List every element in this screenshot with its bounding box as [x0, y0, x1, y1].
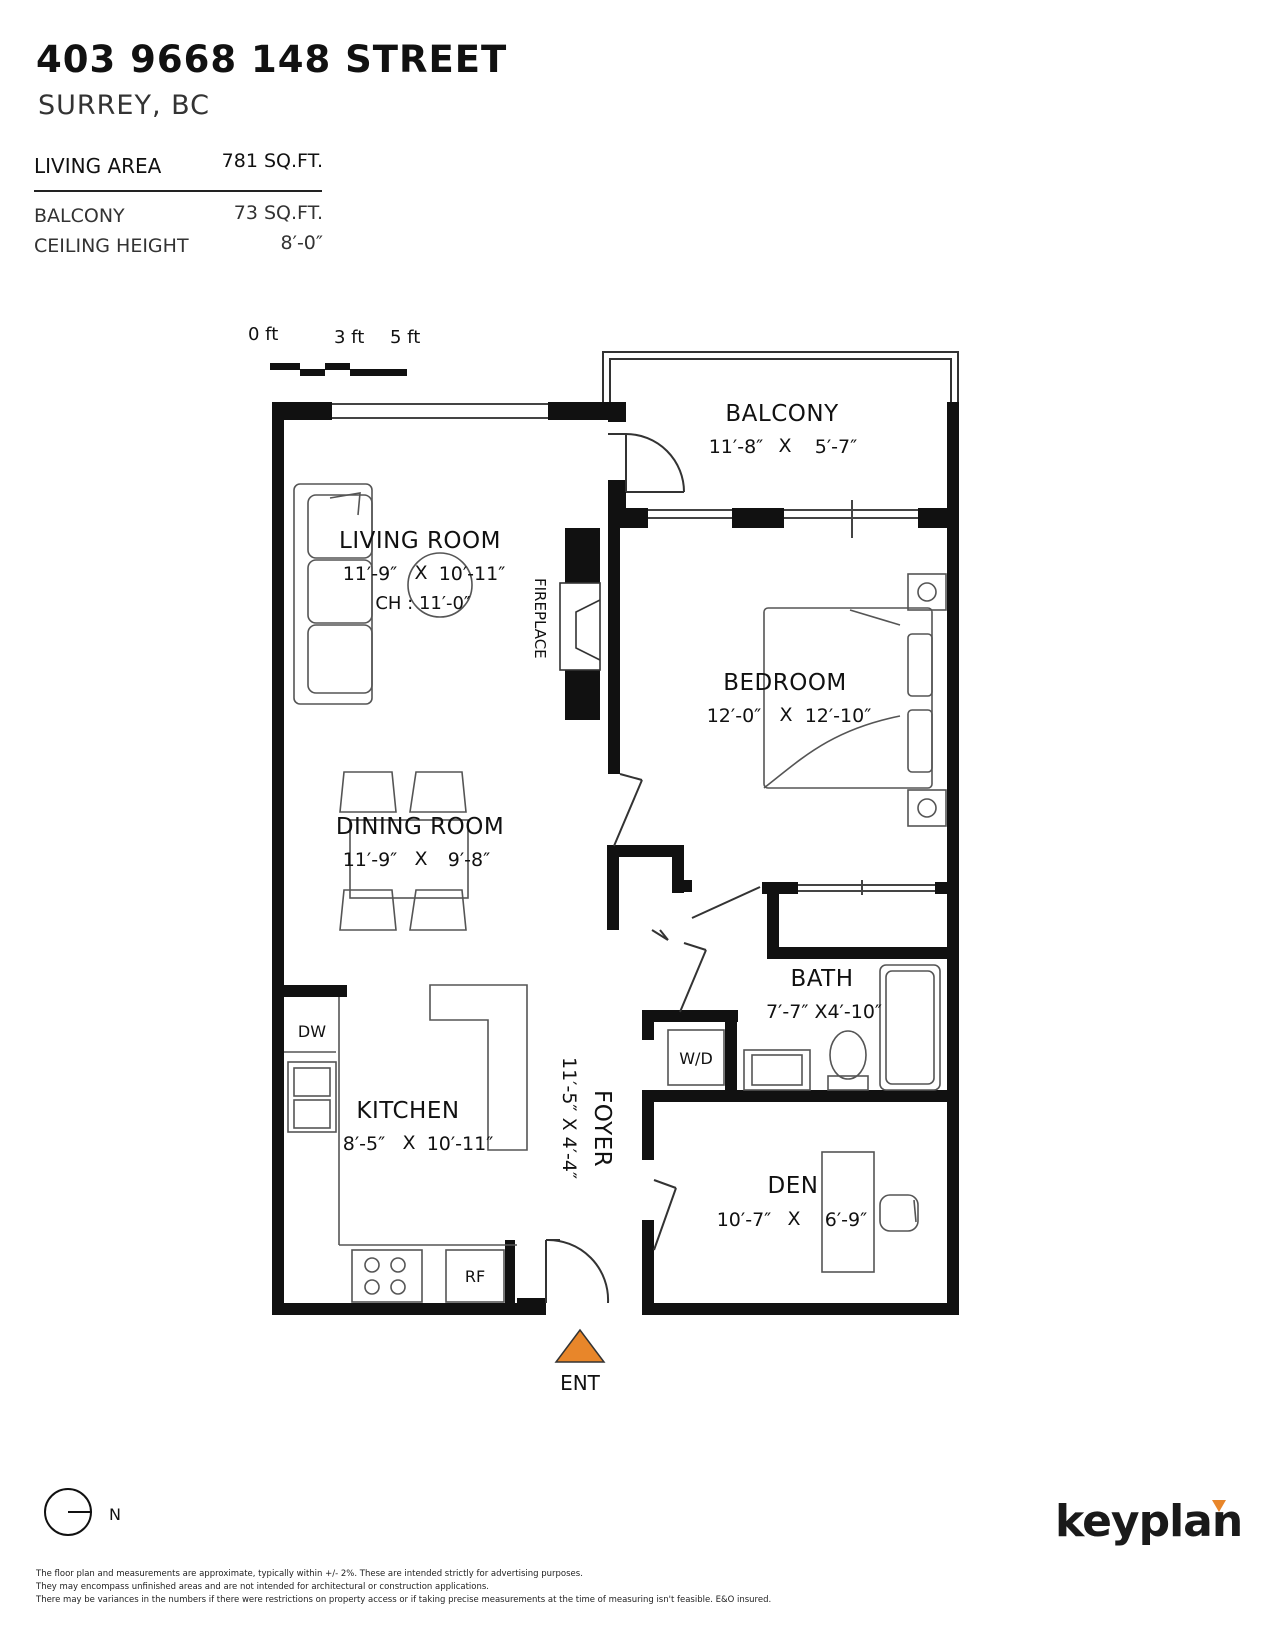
scale-label-0: 0 ft: [248, 324, 278, 345]
coffee-table: [407, 552, 473, 618]
dining-set: [339, 771, 469, 931]
property-address: 403 9668 148 STREET: [36, 38, 508, 81]
svg-text:10′-11″: 10′-11″: [427, 1133, 494, 1155]
living-area-value: 781 SQ.FT.: [221, 150, 323, 172]
brand-logo: keyplan: [1055, 1496, 1243, 1547]
doors: [545, 433, 761, 1304]
disclaimer: The floor plan and measurements are appr…: [36, 1568, 771, 1607]
svg-text:11′-9″: 11′-9″: [343, 849, 398, 871]
den-furniture: [821, 1151, 919, 1273]
fireplace-label: FIREPLACE: [531, 578, 549, 659]
balcony-railing: [602, 351, 959, 402]
svg-text:X: X: [414, 848, 427, 870]
svg-text:8′-5″: 8′-5″: [343, 1133, 385, 1155]
living-room-label: LIVING ROOM 11′-9″ X 10′-11″ CH : 11′-0″: [339, 528, 505, 614]
disclaimer-line: The floor plan and measurements are appr…: [36, 1569, 583, 1579]
svg-text:12′-0″: 12′-0″: [707, 705, 762, 727]
svg-text:7′-7″ X4′-10″: 7′-7″ X4′-10″: [766, 1001, 882, 1023]
dishwasher-label: DW: [298, 1022, 326, 1041]
svg-text:BEDROOM: BEDROOM: [723, 670, 847, 696]
svg-text:12′-10″: 12′-10″: [805, 705, 872, 727]
balcony-label: BALCONY 11′-8″ X 5′-7″: [709, 401, 858, 458]
svg-text:BALCONY: BALCONY: [725, 401, 839, 427]
bed: [763, 573, 947, 827]
entrance-arrow-icon: [554, 1328, 606, 1363]
svg-text:10′-7″: 10′-7″: [717, 1209, 772, 1231]
svg-text:LIVING ROOM: LIVING ROOM: [339, 528, 501, 554]
svg-text:DINING ROOM: DINING ROOM: [336, 814, 504, 840]
bedroom-label: BEDROOM 12′-0″ X 12′-10″: [707, 670, 872, 727]
kitchen-label: KITCHEN 8′-5″ X 10′-11″: [343, 1098, 494, 1155]
living-area-label: LIVING AREA: [34, 154, 162, 178]
refrigerator-label: RF: [465, 1267, 485, 1286]
kitchen-fixtures: [284, 984, 528, 1303]
disclaimer-line: They may encompass unfinished areas and …: [36, 1582, 490, 1592]
svg-text:6′-9″: 6′-9″: [825, 1209, 867, 1231]
bath-label: BATH 7′-7″ X4′-10″: [766, 966, 882, 1023]
svg-text:X: X: [414, 562, 427, 584]
svg-text:BATH: BATH: [790, 966, 853, 992]
disclaimer-line: There may be variances in the numbers if…: [36, 1595, 772, 1605]
ceiling-height-label: CEILING HEIGHT: [34, 235, 189, 257]
compass-icon: [44, 1488, 92, 1536]
svg-text:11′-8″: 11′-8″: [709, 436, 764, 458]
scale-label-3: 3 ft: [334, 327, 364, 348]
property-city: SURREY, BC: [38, 90, 211, 121]
dining-room-label: DINING ROOM 11′-9″ X 9′-8″: [336, 814, 504, 871]
svg-text:X: X: [778, 435, 791, 457]
windows: [332, 403, 935, 895]
foyer-label: FOYER: [589, 1090, 615, 1167]
svg-text:DEN: DEN: [768, 1173, 819, 1199]
svg-text:X: X: [787, 1208, 800, 1230]
svg-text:CH : 11′-0″: CH : 11′-0″: [375, 593, 471, 614]
balcony-area-value: 73 SQ.FT.: [233, 202, 323, 224]
info-divider: [34, 190, 322, 192]
foyer-dims: 11′-5″ X 4′-4″: [558, 1057, 580, 1179]
sofa: [293, 483, 373, 705]
bath-fixtures: [743, 964, 941, 1091]
svg-text:KITCHEN: KITCHEN: [356, 1098, 459, 1124]
entrance-label: ENT: [560, 1371, 601, 1395]
scale-label-5: 5 ft: [390, 327, 420, 348]
svg-text:X: X: [402, 1132, 415, 1154]
svg-text:9′-8″: 9′-8″: [448, 849, 490, 871]
washer-dryer-label: W/D: [679, 1049, 713, 1068]
walls: [272, 402, 959, 1315]
svg-text:11′-9″: 11′-9″: [343, 563, 398, 585]
scale-bar: 0 ft 3 ft 5 ft: [248, 324, 420, 376]
fireplace: [559, 582, 601, 671]
ceiling-height-value: 8′-0″: [280, 232, 323, 254]
compass-north-label: N: [109, 1505, 121, 1524]
washer-dryer: [667, 1029, 725, 1086]
svg-text:5′-7″: 5′-7″: [815, 436, 857, 458]
svg-text:X: X: [779, 704, 792, 726]
svg-text:10′-11″: 10′-11″: [439, 563, 506, 585]
brand-fox-icon: [1212, 1500, 1226, 1512]
den-label: DEN 10′-7″ X 6′-9″: [717, 1173, 868, 1231]
balcony-area-label: BALCONY: [34, 205, 125, 227]
